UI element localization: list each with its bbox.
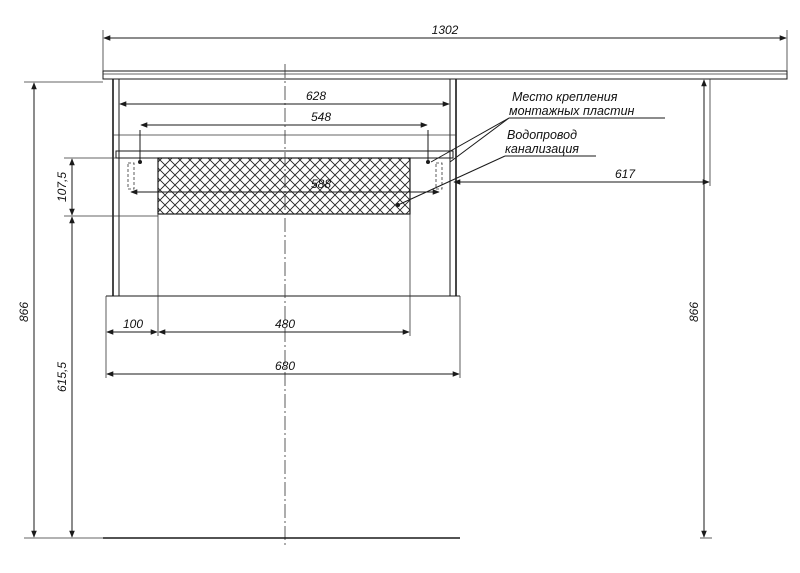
dim-615-5-label: 615,5 — [55, 362, 69, 392]
callout-plumbing-line2: канализация — [505, 142, 579, 156]
dim-680-label: 680 — [275, 359, 295, 373]
dim-107-5-label: 107,5 — [55, 172, 69, 202]
dimension-866-left: 866 — [17, 81, 103, 539]
dim-866-left-label: 866 — [17, 302, 31, 322]
dim-588-label: 588 — [311, 177, 331, 191]
dimension-107-5: 107,5 — [55, 157, 158, 217]
dimension-548: 548 — [140, 110, 428, 128]
dimension-617: 617 — [453, 79, 711, 186]
mounting-plate-markers — [127, 130, 443, 190]
dim-1302-label: 1302 — [432, 23, 459, 37]
callout-plumbing-line1: Водопровод — [507, 128, 577, 142]
callout-mounting-line2: монтажных пластин — [509, 104, 635, 118]
dimension-866-right: 866 — [687, 79, 712, 539]
callout-mounting-line1: Место крепления — [512, 90, 618, 104]
dimension-588: 588 — [130, 177, 440, 195]
dim-100-label: 100 — [123, 317, 143, 331]
dimension-680: 680 — [106, 359, 460, 377]
callout-mounting-plates: Место крепления монтажных пластин — [430, 90, 665, 163]
dim-480-label: 480 — [275, 317, 295, 331]
dimension-1302: 1302 — [102, 23, 788, 71]
dimension-615-5: 615,5 — [55, 216, 75, 538]
cabinet-body — [105, 79, 461, 378]
dimension-628: 628 — [119, 89, 450, 107]
dim-866-right-label: 866 — [687, 302, 701, 322]
countertop — [102, 70, 788, 80]
dim-617-label: 617 — [615, 167, 636, 181]
dim-548-label: 548 — [311, 110, 331, 124]
dimension-100-480: 100 480 — [106, 214, 411, 336]
dim-628-label: 628 — [306, 89, 326, 103]
callout-plumbing: Водопровод канализация — [396, 128, 596, 207]
plumbing-zone — [157, 157, 411, 215]
